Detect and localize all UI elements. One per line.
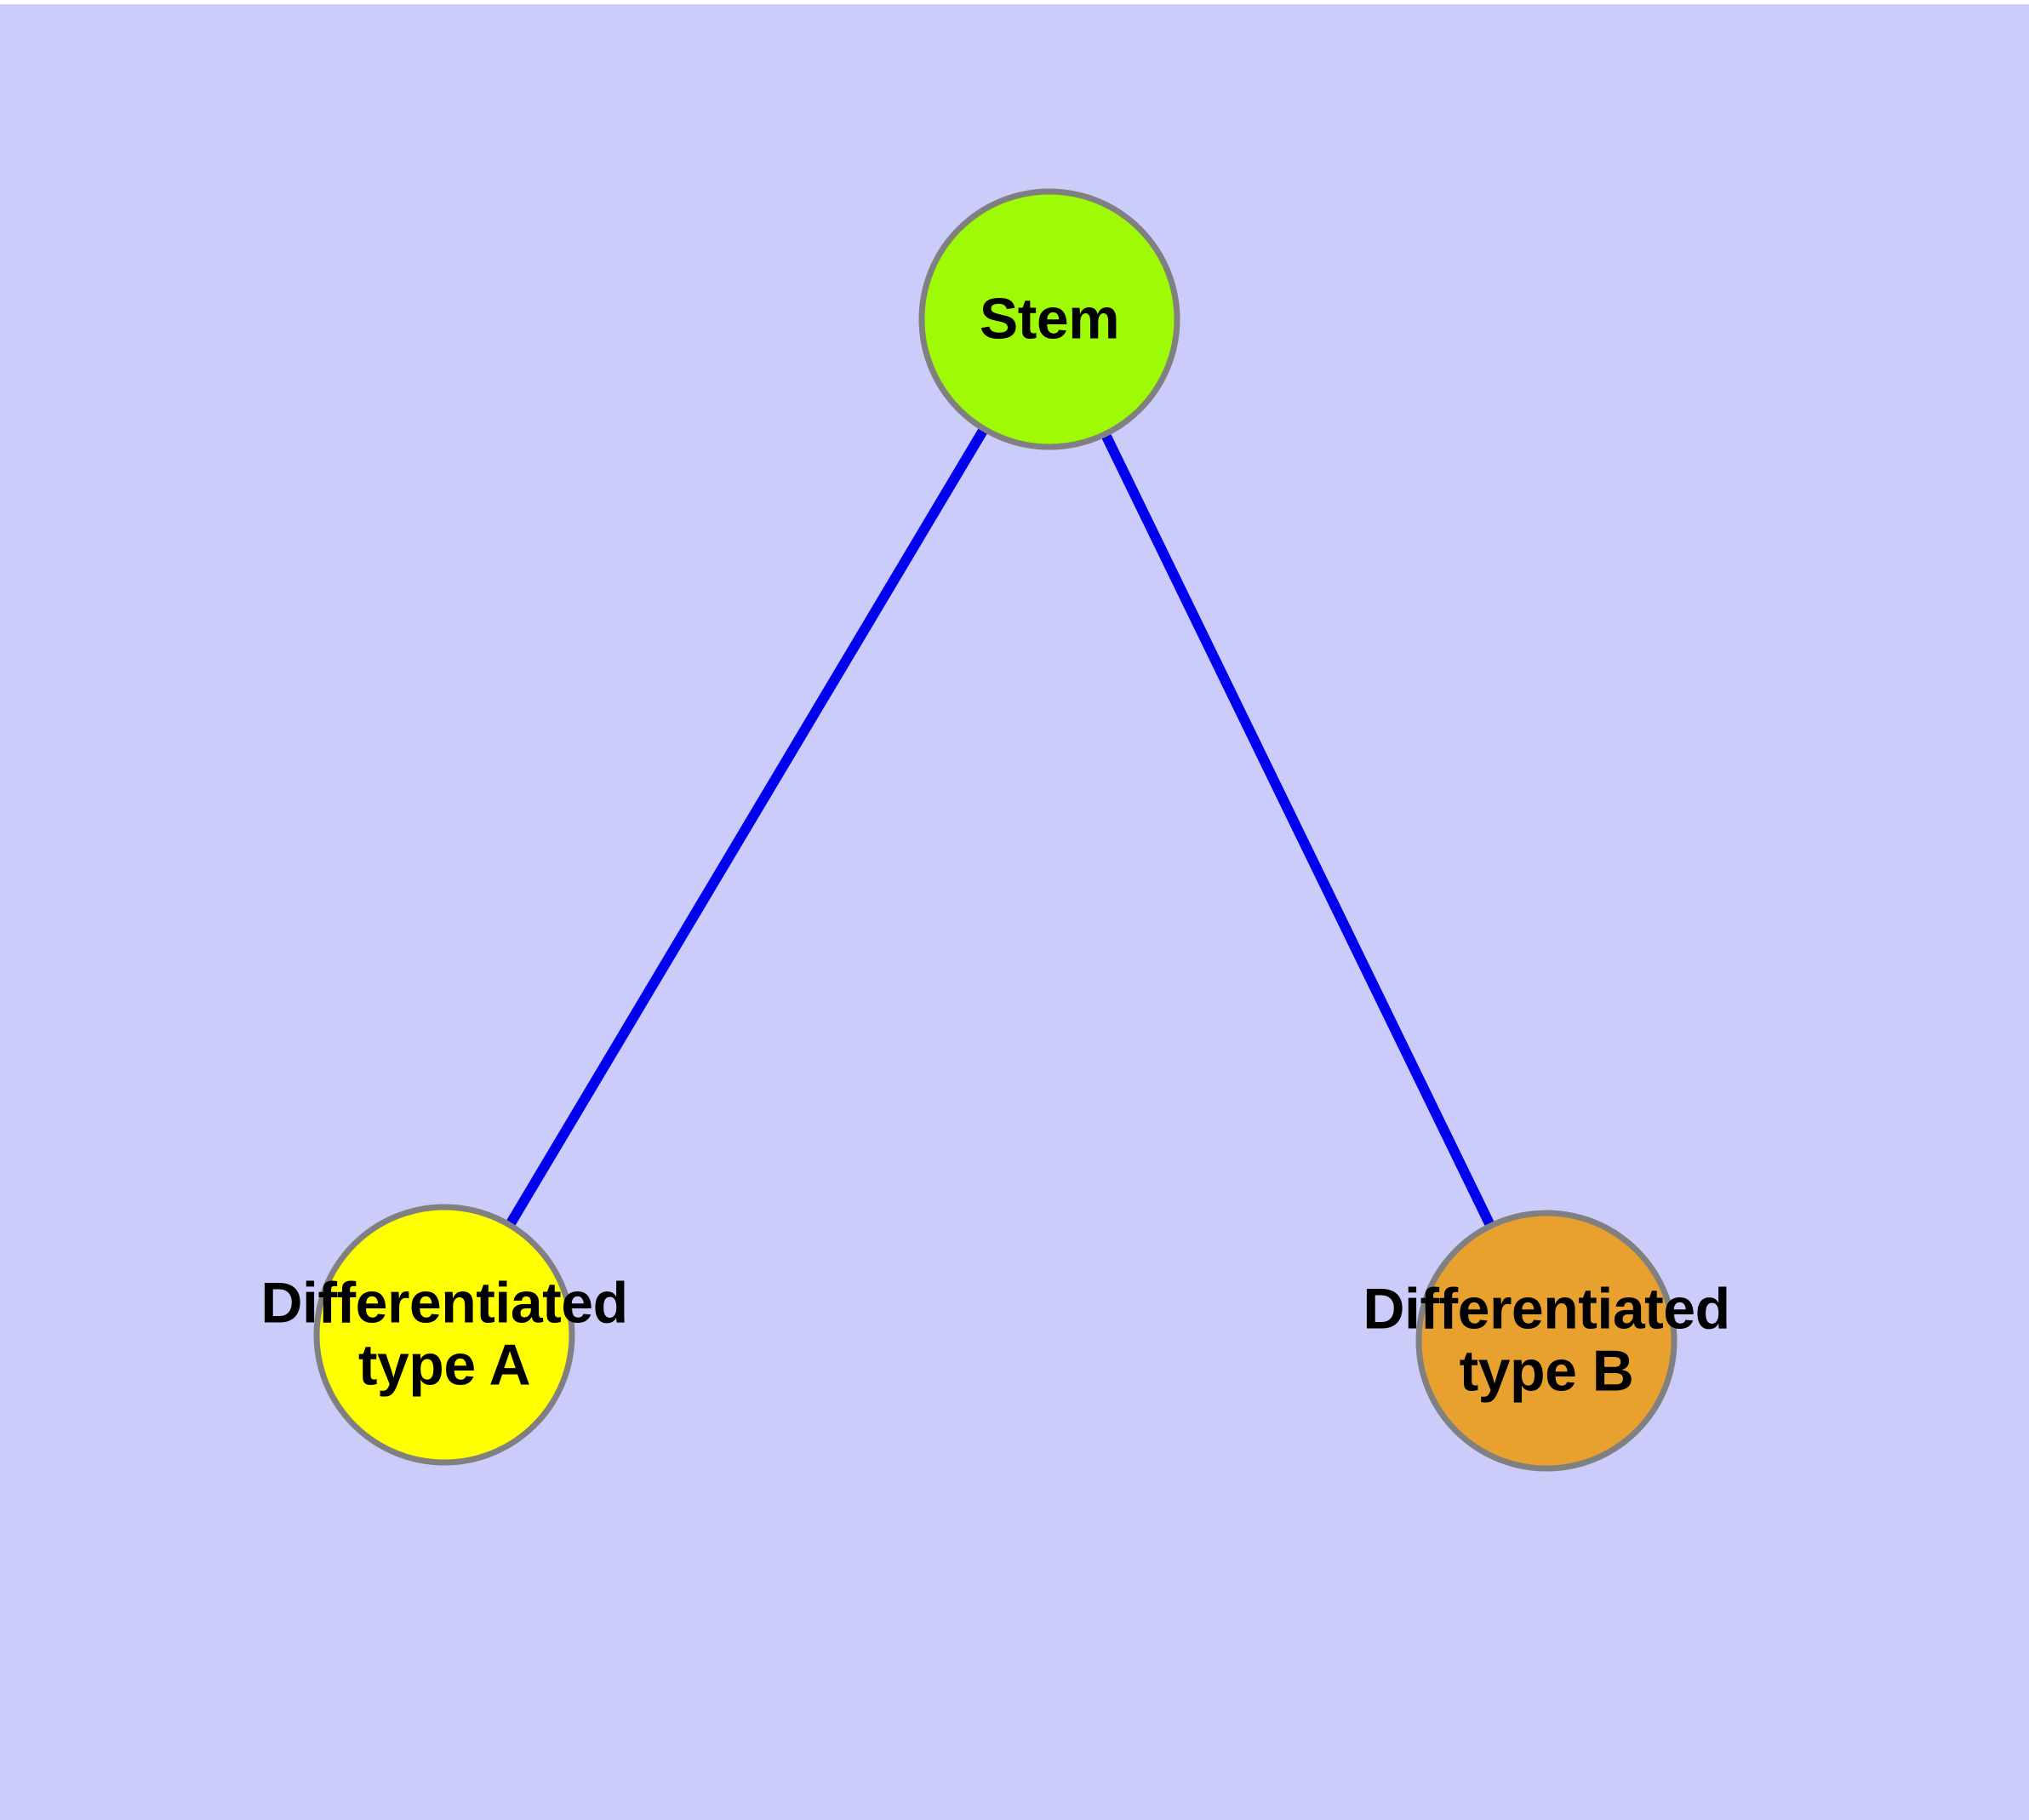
graph-edge-stem-diff_a[interactable] bbox=[506, 427, 988, 1227]
nodes-layer bbox=[313, 188, 1677, 1472]
graph-node-diff_a[interactable] bbox=[313, 1204, 575, 1466]
graph-node-diff_b[interactable] bbox=[1415, 1210, 1677, 1472]
graph-edge-stem-diff_b[interactable] bbox=[1101, 433, 1495, 1227]
graph-svg bbox=[313, 188, 1677, 1472]
edges-layer bbox=[506, 427, 1495, 1227]
graph-node-stem[interactable] bbox=[918, 188, 1180, 450]
